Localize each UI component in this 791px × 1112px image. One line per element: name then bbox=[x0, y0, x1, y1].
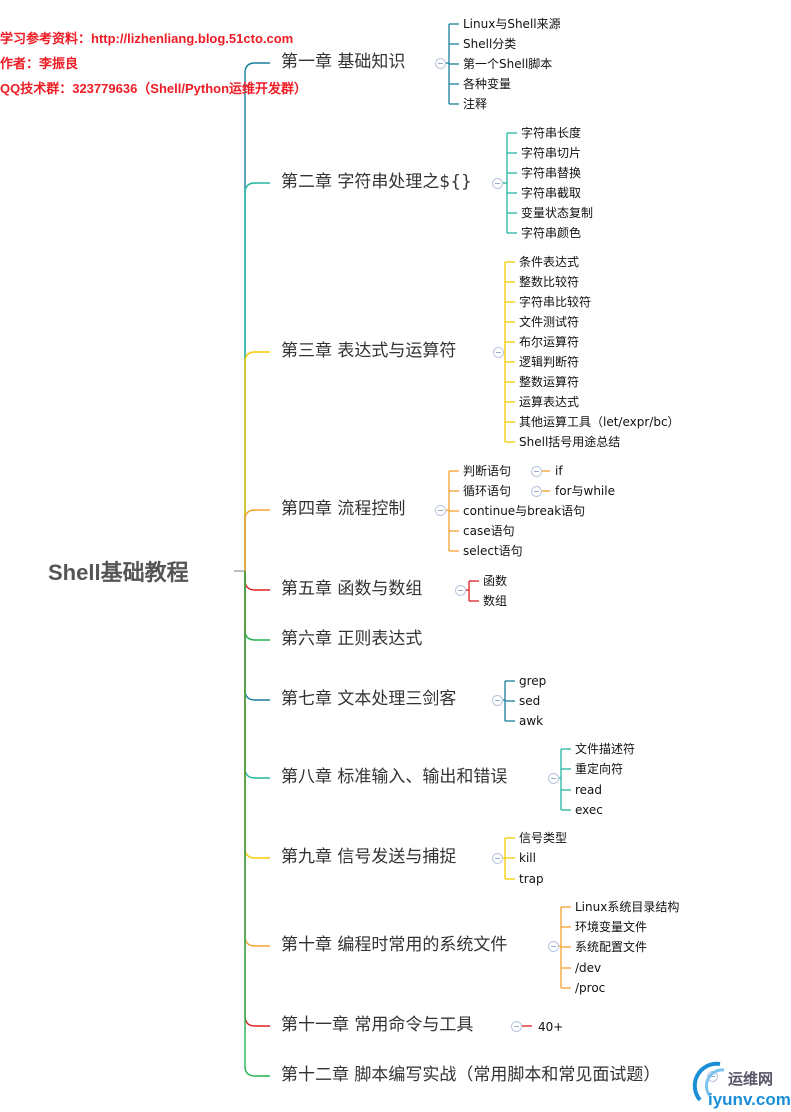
connector-line bbox=[244, 571, 270, 947]
connector-line bbox=[244, 571, 270, 779]
author-text: 作者：李振良 bbox=[0, 56, 79, 71]
subtopic-item[interactable]: 整数比较符 bbox=[519, 275, 580, 289]
subtopic-item[interactable]: 字符串截取 bbox=[521, 186, 582, 200]
collapse-toggle-icon[interactable] bbox=[531, 486, 542, 497]
subtopic-item[interactable]: read bbox=[575, 783, 603, 797]
collapse-toggle-icon[interactable] bbox=[455, 585, 466, 596]
collapse-toggle-icon[interactable] bbox=[435, 505, 446, 516]
subtopic-item[interactable]: 函数 bbox=[483, 574, 508, 588]
subtopic-item[interactable]: Shell括号用途总结 bbox=[519, 435, 621, 449]
subtopic-detail-item[interactable]: for与while bbox=[555, 484, 615, 498]
subtopic-item[interactable]: 字符串比较符 bbox=[519, 295, 592, 309]
subtopic-item[interactable]: 字符串长度 bbox=[521, 126, 582, 140]
collapse-toggle-icon[interactable] bbox=[548, 773, 559, 784]
connector-line bbox=[244, 571, 270, 641]
collapse-toggle-icon[interactable] bbox=[435, 58, 446, 69]
subtopic-item[interactable]: awk bbox=[519, 714, 544, 728]
subtopic-item[interactable]: 信号类型 bbox=[519, 831, 568, 845]
connector-line bbox=[244, 509, 270, 571]
subtopic-item[interactable]: 其他运算工具（let/expr/bc） bbox=[519, 415, 680, 429]
chapter-7-topic[interactable]: 第七章 文本处理三剑客 bbox=[281, 689, 457, 709]
connector-line bbox=[244, 182, 270, 571]
subtopic-item[interactable]: 循环语句 bbox=[463, 484, 512, 498]
chapter-6-topic[interactable]: 第六章 正则表达式 bbox=[281, 629, 423, 649]
chapter-2-topic[interactable]: 第二章 字符串处理之${} bbox=[281, 172, 472, 192]
subtopic-item[interactable]: Linux系统目录结构 bbox=[575, 900, 680, 914]
subtopic-item[interactable]: 环境变量文件 bbox=[575, 920, 648, 934]
subtopic-item[interactable]: 注释 bbox=[463, 97, 488, 111]
subtopic-item[interactable]: sed bbox=[519, 694, 541, 708]
collapse-toggle-icon[interactable] bbox=[548, 941, 559, 952]
subtopic-item[interactable]: /dev bbox=[575, 961, 602, 975]
collapse-toggle-icon[interactable] bbox=[511, 1021, 522, 1032]
chapter-8-topic[interactable]: 第八章 标准输入、输出和错误 bbox=[281, 767, 508, 787]
subtopic-item[interactable]: 布尔运算符 bbox=[519, 335, 580, 349]
subtopic-item[interactable]: 字符串颜色 bbox=[521, 226, 582, 240]
collapse-toggle-icon[interactable] bbox=[493, 347, 504, 358]
watermark-text: 运维网 bbox=[728, 1070, 774, 1088]
subtopic-item[interactable]: 逻辑判断符 bbox=[519, 355, 580, 369]
chapter-3-topic[interactable]: 第三章 表达式与运算符 bbox=[281, 341, 457, 361]
chapter-10-topic[interactable]: 第十章 编程时常用的系统文件 bbox=[281, 935, 508, 955]
chapter-5-topic[interactable]: 第五章 函数与数组 bbox=[281, 579, 423, 599]
subtopic-item[interactable]: kill bbox=[519, 851, 536, 865]
subtopic-item[interactable]: 各种变量 bbox=[463, 77, 512, 91]
collapse-toggle-icon[interactable] bbox=[492, 695, 503, 706]
chapter-12-topic[interactable]: 第十二章 脚本编写实战（常用脚本和常见面试题） bbox=[281, 1065, 661, 1085]
subtopic-item[interactable]: select语句 bbox=[463, 544, 523, 558]
subtopic-item[interactable]: 文件测试符 bbox=[519, 315, 580, 329]
subtopic-item[interactable]: 整数运算符 bbox=[519, 375, 580, 389]
subtopic-item[interactable]: 系统配置文件 bbox=[575, 940, 648, 954]
subtopic-item[interactable]: case语句 bbox=[463, 524, 515, 538]
chapter-4-topic[interactable]: 第四章 流程控制 bbox=[281, 499, 406, 519]
chapter-11-topic[interactable]: 第十一章 常用命令与工具 bbox=[281, 1015, 474, 1035]
subtopic-item[interactable]: grep bbox=[519, 674, 547, 688]
connector-line bbox=[244, 571, 270, 1077]
collapse-toggle-icon[interactable] bbox=[707, 1071, 718, 1082]
collapse-toggle-icon[interactable] bbox=[531, 466, 542, 477]
chapter-9-topic[interactable]: 第九章 信号发送与捕捉 bbox=[281, 847, 457, 867]
connector-line bbox=[244, 571, 270, 859]
reference-link-text: 学习参考资料：http://lizhenliang.blog.51cto.com bbox=[0, 31, 294, 46]
subtopic-item[interactable]: 字符串切片 bbox=[521, 146, 582, 160]
subtopic-item[interactable]: 40+ bbox=[538, 1020, 564, 1034]
qq-group-text: QQ技术群：323779636（Shell/Python运维开发群） bbox=[0, 81, 308, 96]
watermark-domain: iyunv.com bbox=[708, 1090, 791, 1109]
watermark-logo: 运维网 iyunv.com bbox=[690, 1060, 791, 1112]
subtopic-item[interactable]: 重定向符 bbox=[575, 762, 624, 776]
root-topic[interactable]: Shell基础教程 bbox=[48, 560, 189, 585]
connector-line bbox=[244, 62, 270, 571]
subtopic-item[interactable]: 运算表达式 bbox=[519, 395, 580, 409]
subtopic-detail-item[interactable]: if bbox=[555, 464, 563, 478]
collapse-toggle-icon[interactable] bbox=[492, 178, 503, 189]
subtopic-item[interactable]: 数组 bbox=[483, 594, 508, 608]
subtopic-item[interactable]: 第一个Shell脚本 bbox=[463, 57, 553, 71]
subtopic-item[interactable]: 变量状态复制 bbox=[521, 206, 594, 220]
chapter-1-topic[interactable]: 第一章 基础知识 bbox=[281, 52, 406, 72]
connector-line bbox=[244, 351, 270, 571]
connector-line bbox=[244, 571, 270, 591]
subtopic-item[interactable]: 文件描述符 bbox=[575, 742, 636, 756]
subtopic-item[interactable]: Linux与Shell来源 bbox=[463, 17, 561, 31]
subtopic-item[interactable]: 字符串替换 bbox=[521, 166, 582, 180]
subtopic-item[interactable]: /proc bbox=[575, 981, 606, 995]
subtopic-item[interactable]: exec bbox=[575, 803, 603, 817]
subtopic-item[interactable]: 条件表达式 bbox=[519, 255, 580, 269]
subtopic-item[interactable]: Shell分类 bbox=[463, 37, 517, 51]
subtopic-item[interactable]: trap bbox=[519, 872, 544, 886]
subtopic-item[interactable]: continue与break语句 bbox=[463, 504, 586, 518]
collapse-toggle-icon[interactable] bbox=[492, 853, 503, 864]
subtopic-item[interactable]: 判断语句 bbox=[463, 464, 512, 478]
